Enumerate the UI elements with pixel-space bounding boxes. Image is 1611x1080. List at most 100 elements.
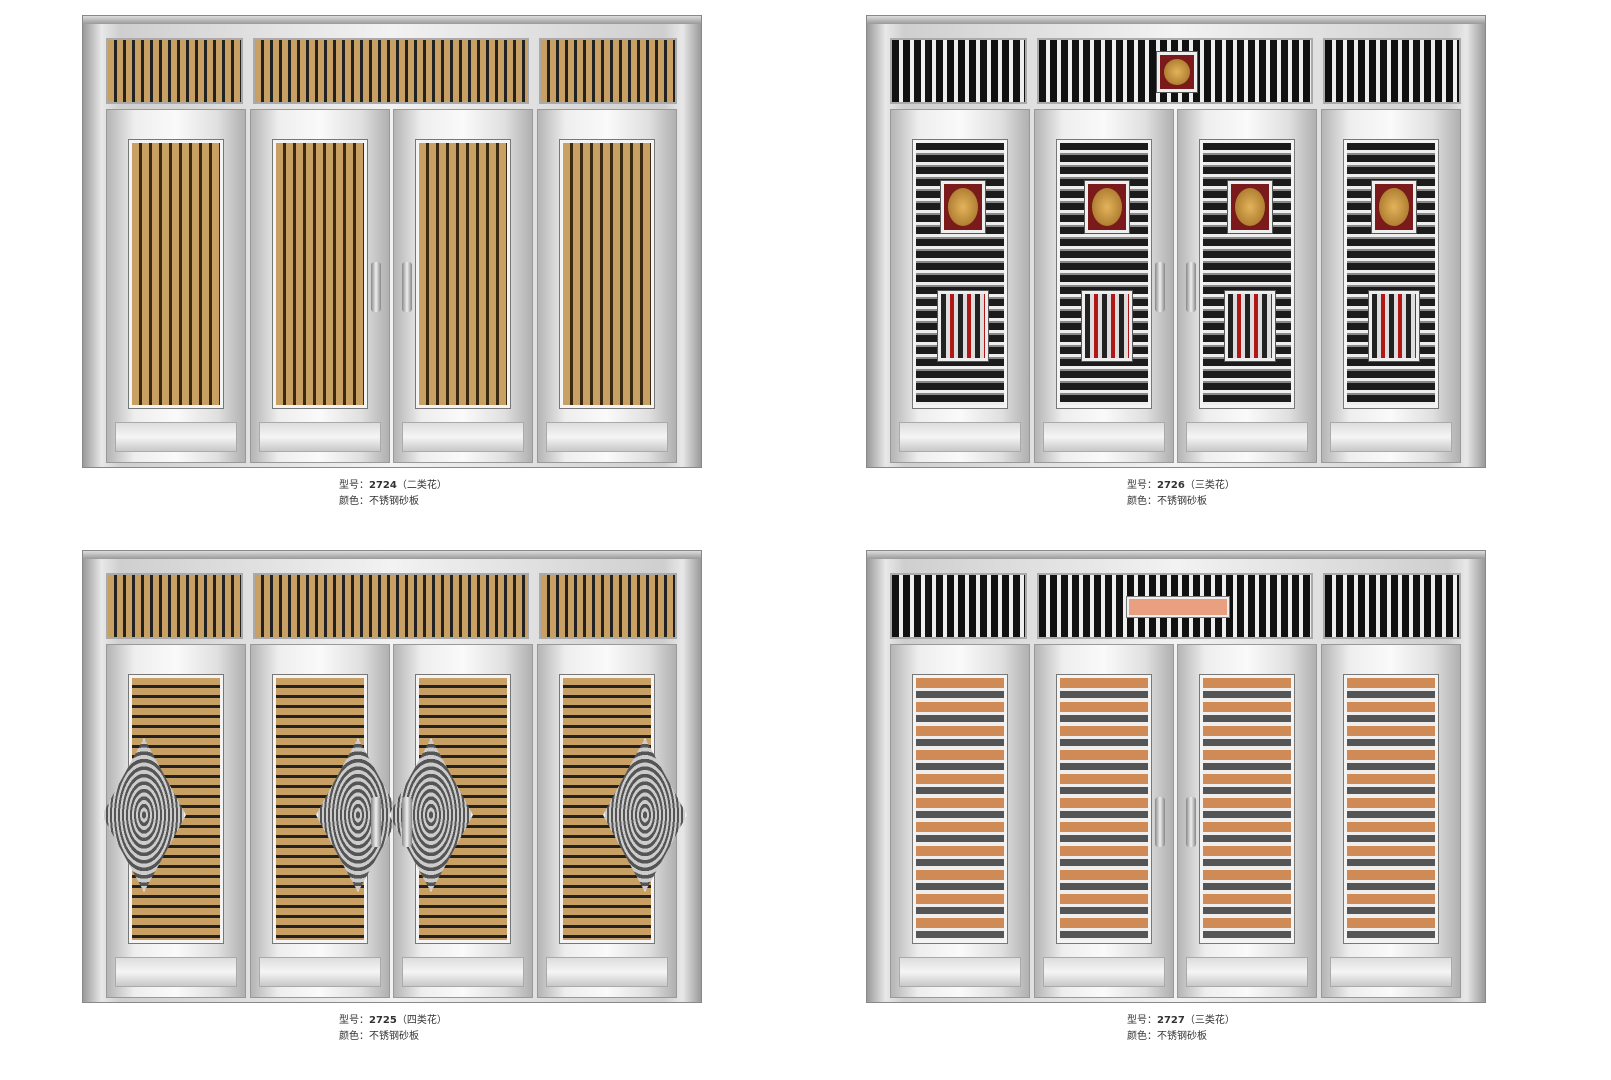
color-value: 不锈钢砂板 — [1157, 1031, 1207, 1042]
decorative-grille — [389, 675, 510, 943]
door-leaf — [1034, 644, 1174, 998]
kick-plate — [1330, 957, 1452, 987]
transom-panel — [106, 38, 243, 104]
door-leaf — [393, 109, 533, 463]
decorative-grille — [1057, 140, 1151, 408]
fu-emblem — [1228, 181, 1272, 233]
door-handle — [1186, 262, 1196, 312]
category: （三类花） — [1184, 1015, 1235, 1026]
transom-panel — [890, 573, 1027, 639]
door-frame — [867, 16, 1485, 24]
fu-emblem — [941, 181, 985, 233]
door-leaf — [389, 644, 533, 998]
door-leaf — [250, 644, 400, 998]
decorative-grille — [129, 140, 223, 408]
door-handle — [371, 262, 381, 312]
door-frame — [83, 551, 701, 559]
red-bar-inset — [1082, 291, 1132, 361]
decorative-grille — [1200, 675, 1294, 943]
model-label: 型号： — [339, 480, 369, 491]
fu-emblem — [1157, 52, 1197, 92]
kick-plate — [546, 957, 668, 987]
transom-panel — [890, 38, 1027, 104]
transom-panel — [1323, 573, 1461, 639]
transom-panel — [1037, 573, 1313, 639]
kick-plate — [899, 957, 1021, 987]
door-frame — [83, 16, 701, 24]
decorative-grille — [913, 675, 1007, 943]
color-value: 不锈钢砂板 — [1157, 496, 1207, 507]
decorative-grille — [1057, 675, 1151, 943]
red-bar-inset — [1369, 291, 1419, 361]
transom-panel — [1037, 38, 1313, 104]
color-value: 不锈钢砂板 — [369, 1031, 419, 1042]
red-bar-inset — [938, 291, 988, 361]
color-value: 不锈钢砂板 — [369, 496, 419, 507]
color-label: 颜色： — [339, 496, 369, 507]
transom-panel — [106, 573, 243, 639]
decorative-grille — [1200, 140, 1294, 408]
door-handle — [1186, 797, 1196, 847]
door-2724 — [82, 15, 702, 468]
door-handle — [402, 262, 412, 312]
transom-panel — [539, 573, 677, 639]
kick-plate — [1043, 957, 1165, 987]
kick-plate — [115, 422, 237, 452]
door-leaf — [537, 644, 687, 998]
category: （二类花） — [396, 480, 447, 491]
decorative-grille — [102, 675, 223, 943]
kick-plate — [1330, 422, 1452, 452]
product-caption: 型号：2724（二类花） 颜色：不锈钢砂板 — [339, 478, 447, 510]
door-leaf — [106, 109, 246, 463]
category: （三类花） — [1184, 480, 1235, 491]
model-number: 2724 — [369, 480, 397, 491]
door-2727 — [866, 550, 1486, 1003]
fu-emblem — [1085, 181, 1129, 233]
model-number: 2727 — [1157, 1015, 1185, 1026]
decorative-grille — [1344, 140, 1438, 408]
model-label: 型号： — [1127, 480, 1157, 491]
door-leaf — [1321, 644, 1461, 998]
product-caption: 型号：2727（三类花）颜色：不锈钢砂板 — [1127, 1013, 1235, 1045]
door-2725 — [82, 550, 702, 1003]
kick-plate — [1043, 422, 1165, 452]
color-label: 颜色： — [1127, 1031, 1157, 1042]
door-handle — [1155, 797, 1165, 847]
diamond-inlay — [316, 738, 400, 892]
decorative-grille — [560, 140, 654, 408]
kick-plate — [1186, 422, 1308, 452]
kick-plate — [402, 422, 524, 452]
product-caption: 型号：2725（四类花） 颜色：不锈钢砂板 — [339, 1013, 447, 1045]
color-label: 颜色： — [1127, 496, 1157, 507]
door-leaf — [1321, 109, 1461, 463]
kick-plate — [899, 422, 1021, 452]
door-frame — [867, 551, 1485, 559]
transom-panel — [253, 573, 529, 639]
door-handle — [1155, 262, 1165, 312]
model-number: 2725 — [369, 1015, 397, 1026]
door-leaf — [102, 644, 246, 998]
kick-plate — [1186, 957, 1308, 987]
decorative-grille — [560, 675, 687, 943]
transom-panel — [539, 38, 677, 104]
kick-plate — [402, 957, 524, 987]
door-handle — [371, 797, 381, 847]
kick-plate — [546, 422, 668, 452]
door-handle — [402, 797, 412, 847]
category: （四类花） — [396, 1015, 447, 1026]
red-bar-inset — [1225, 291, 1275, 361]
model-label: 型号： — [339, 1015, 369, 1026]
door-leaf — [890, 109, 1030, 463]
color-label: 颜色： — [339, 1031, 369, 1042]
decor-badge — [1127, 597, 1229, 617]
door-leaf — [537, 109, 677, 463]
door-leaf — [1034, 109, 1174, 463]
kick-plate — [259, 957, 381, 987]
decorative-grille — [273, 675, 400, 943]
decorative-grille — [273, 140, 367, 408]
kick-plate — [115, 957, 237, 987]
decorative-grille — [1344, 675, 1438, 943]
transom-panel — [253, 38, 529, 104]
transom-panel — [1323, 38, 1461, 104]
product-caption: 型号：2726（三类花）颜色：不锈钢砂板 — [1127, 478, 1235, 510]
